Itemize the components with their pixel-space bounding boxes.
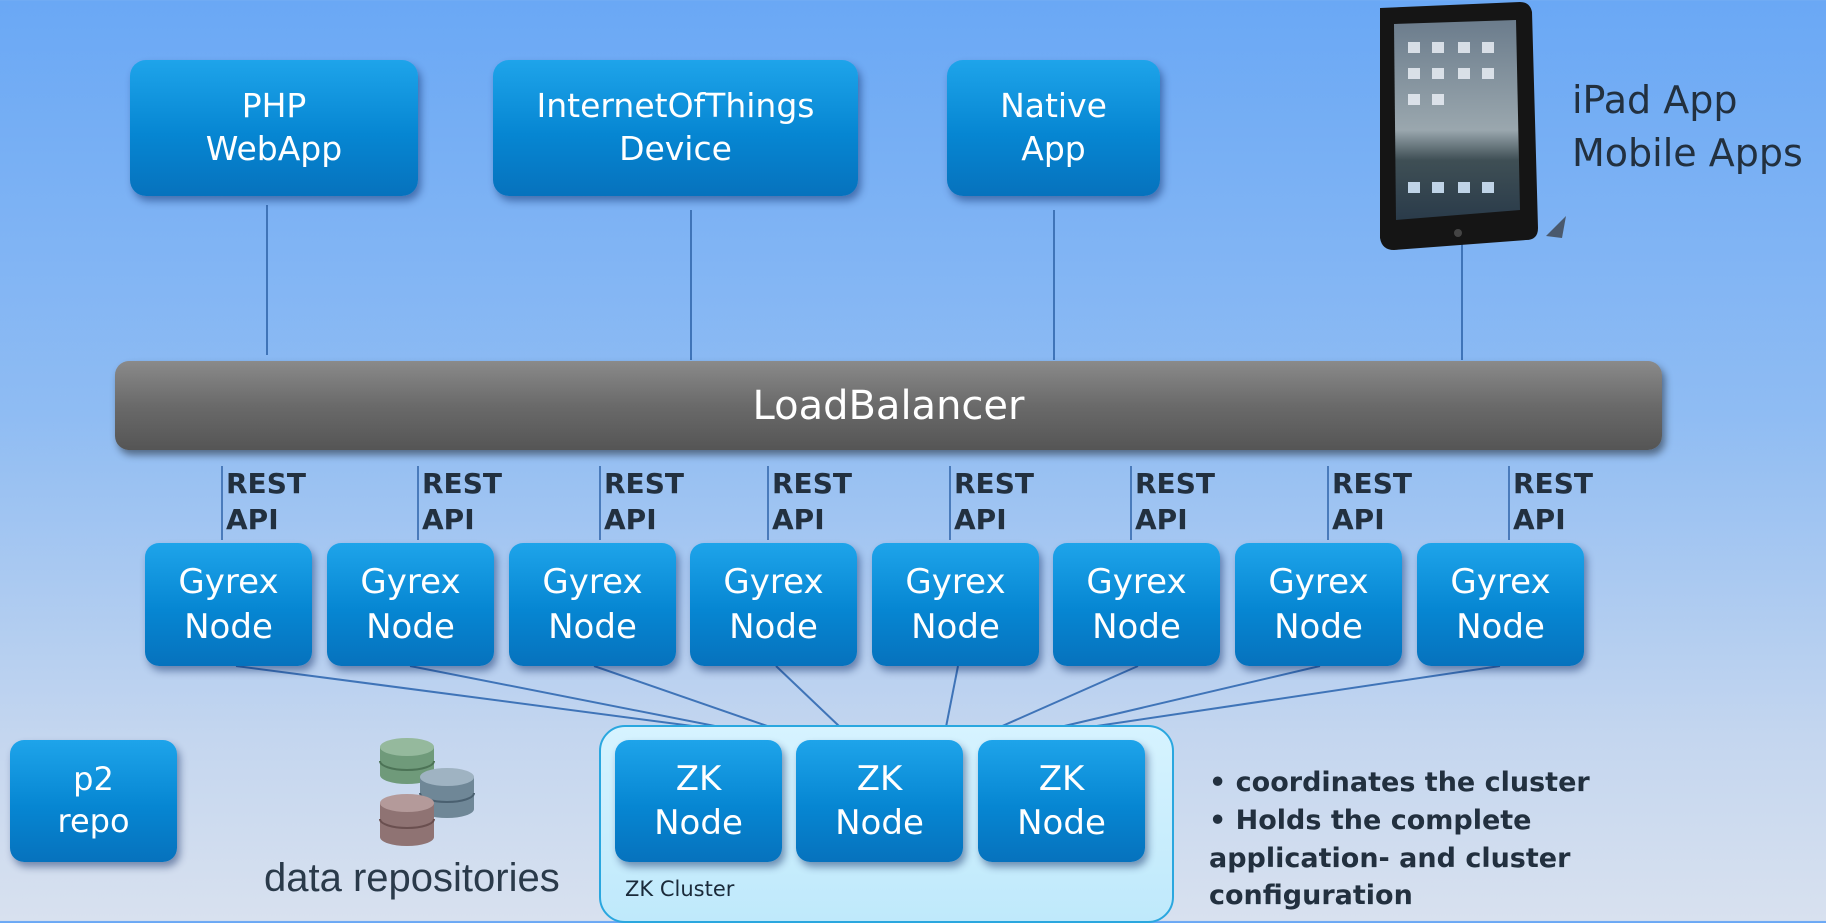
data-repositories-label: data repositories: [264, 856, 560, 900]
note-line: • coordinates the cluster: [1209, 767, 1590, 798]
gyrex-line1: Gyrex: [905, 562, 1006, 603]
gyrex-line1: Gyrex: [542, 562, 643, 603]
client-line1: PHP: [241, 86, 307, 126]
note-line: • Holds the complete: [1209, 804, 1532, 836]
client-line2: WebApp: [205, 129, 343, 168]
gyrex-line2: Node: [729, 606, 818, 647]
gyrex-line2: Node: [366, 606, 455, 647]
client-line1: InternetOfThings: [536, 86, 815, 126]
gyrex-node: Gyrex Node: [1235, 543, 1402, 666]
gyrex-line2: Node: [184, 606, 273, 647]
gyrex-line1: Gyrex: [723, 562, 824, 603]
rest-line1: REST: [1135, 467, 1215, 500]
database-stack-icon: [379, 738, 475, 846]
rest-line2: API: [422, 503, 475, 537]
rest-api-label: REST API: [767, 466, 852, 540]
connector-iot: [690, 210, 692, 360]
rest-api-label: REST API: [1130, 466, 1215, 540]
rest-api-label: REST API: [1508, 466, 1593, 540]
zk-line1: ZK: [856, 758, 903, 799]
zk-node: ZK Node: [796, 740, 963, 862]
p2-repo: p2 repo: [10, 740, 177, 862]
rest-line2: API: [1135, 503, 1188, 537]
ipad-icon: [1380, 2, 1566, 250]
gyrex-line2: Node: [911, 606, 1000, 647]
load-balancer: LoadBalancer: [115, 361, 1662, 450]
zk-node: ZK Node: [978, 740, 1145, 862]
cluster-notes: • coordinates the cluster • Holds the co…: [1209, 764, 1609, 915]
note-line: configuration: [1209, 880, 1413, 912]
client-line1: Native: [1000, 86, 1107, 126]
link-gyrex-6: [999, 665, 1139, 728]
gyrex-line1: Gyrex: [1268, 562, 1369, 603]
gyrex-node: Gyrex Node: [690, 543, 857, 666]
rest-line1: REST: [422, 467, 502, 500]
zk-line2: Node: [654, 803, 743, 843]
gyrex-node: Gyrex Node: [509, 543, 676, 666]
gyrex-line2: Node: [1092, 606, 1181, 647]
client-line2: Device: [619, 129, 732, 168]
client-iot-device: InternetOfThings Device: [493, 60, 858, 196]
gyrex-line2: Node: [1274, 606, 1363, 647]
rest-line2: API: [772, 503, 825, 537]
rest-api-label: REST API: [949, 466, 1034, 540]
p2-line1: p2: [73, 760, 114, 799]
rest-api-label: REST API: [1327, 466, 1412, 540]
connector-php: [266, 205, 268, 355]
client-native-app: Native App: [947, 60, 1160, 196]
ipad-label-line1: iPad App: [1572, 78, 1738, 122]
ipad-label: iPad App Mobile Apps: [1572, 74, 1803, 180]
link-gyrex-4: [775, 665, 841, 728]
link-gyrex-1: [235, 665, 701, 728]
rest-line1: REST: [954, 467, 1034, 500]
rest-line2: API: [954, 503, 1007, 537]
gyrex-node: Gyrex Node: [1053, 543, 1220, 666]
zk-line1: ZK: [675, 758, 722, 799]
rest-api-label: REST API: [599, 466, 684, 540]
gyrex-node: Gyrex Node: [1417, 543, 1584, 666]
zk-line2: Node: [835, 803, 924, 843]
rest-line2: API: [604, 503, 657, 537]
gyrex-node: Gyrex Node: [327, 543, 494, 666]
gyrex-node: Gyrex Node: [145, 543, 312, 666]
zk-node: ZK Node: [615, 740, 782, 862]
rest-line1: REST: [1513, 467, 1593, 500]
zk-line2: Node: [1017, 803, 1106, 843]
zk-cluster-label: ZK Cluster: [625, 877, 735, 901]
link-gyrex-5: [945, 665, 959, 728]
gyrex-line1: Gyrex: [178, 562, 279, 603]
gyrex-line1: Gyrex: [1086, 562, 1187, 603]
rest-api-label: REST API: [221, 466, 306, 540]
ipad-label-line2: Mobile Apps: [1572, 131, 1803, 176]
link-gyrex-8: [1089, 665, 1501, 728]
note-line: application- and cluster: [1209, 842, 1571, 874]
connector-ipad: [1461, 235, 1463, 360]
link-gyrex-2: [409, 665, 721, 728]
rest-line2: API: [1332, 503, 1385, 537]
client-php-webapp: PHP WebApp: [130, 60, 418, 196]
p2-line2: repo: [57, 802, 130, 840]
gyrex-line2: Node: [548, 606, 637, 647]
rest-line1: REST: [1332, 467, 1412, 500]
rest-line1: REST: [772, 467, 852, 500]
rest-line2: API: [226, 503, 279, 537]
rest-line2: API: [1513, 503, 1566, 537]
gyrex-line1: Gyrex: [1450, 562, 1551, 603]
link-gyrex-3: [593, 665, 771, 728]
zk-line1: ZK: [1038, 758, 1085, 799]
gyrex-node: Gyrex Node: [872, 543, 1039, 666]
rest-line1: REST: [604, 467, 684, 500]
connector-native: [1053, 210, 1055, 360]
rest-line1: REST: [226, 467, 306, 500]
rest-api-label: REST API: [417, 466, 502, 540]
link-gyrex-7: [1059, 665, 1321, 728]
gyrex-line2: Node: [1456, 606, 1545, 647]
client-line2: App: [1021, 129, 1086, 168]
gyrex-line1: Gyrex: [360, 562, 461, 603]
